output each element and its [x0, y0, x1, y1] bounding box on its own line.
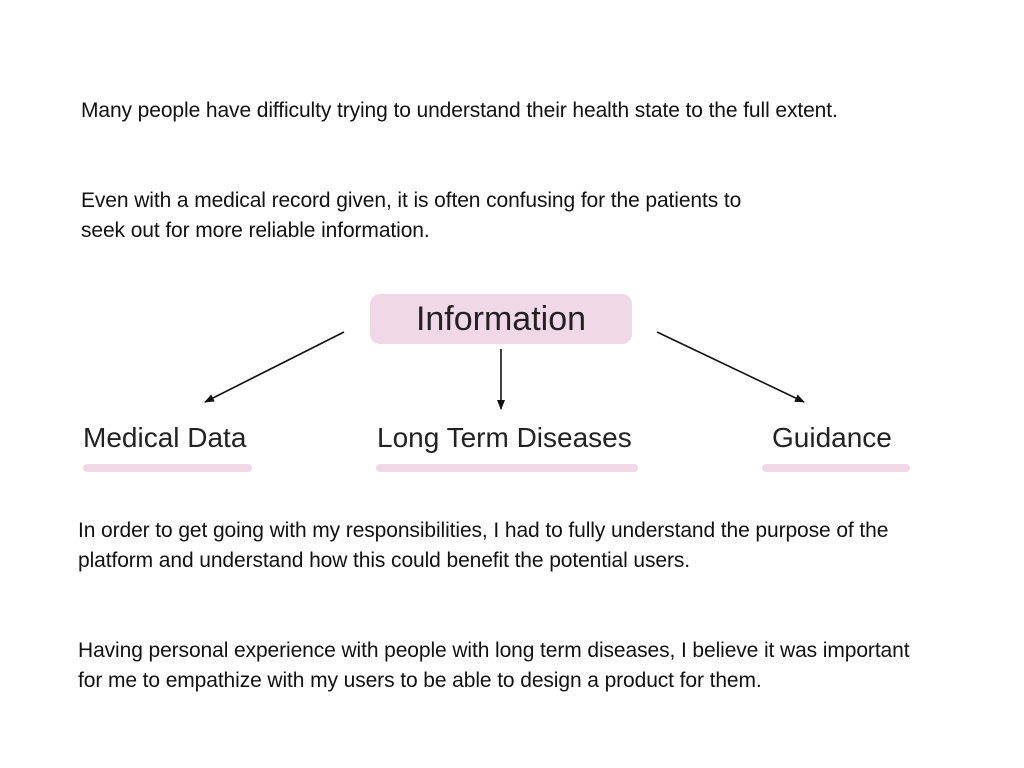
- outro-paragraph-2: Having personal experience with people w…: [78, 639, 910, 692]
- outro-paragraph-1: In order to get going with my responsibi…: [78, 519, 889, 572]
- branch-guidance: Guidance: [772, 422, 892, 453]
- intro-paragraph-1: Many people have difficulty trying to un…: [81, 99, 838, 122]
- medical-data-underline: [83, 464, 252, 472]
- information-hub: Information: [370, 294, 632, 344]
- branch-medical-data: Medical Data: [83, 422, 247, 453]
- intro-paragraph-2: Even with a medical record given, it is …: [81, 189, 742, 242]
- branch-long-term-diseases: Long Term Diseases: [377, 422, 632, 453]
- long-term-diseases-underline: [376, 464, 638, 472]
- arrow-to-guidance: [656, 331, 805, 403]
- guidance-underline: [762, 464, 910, 472]
- hub-label: Information: [415, 299, 587, 338]
- arrow-to-medical-data: [204, 331, 345, 403]
